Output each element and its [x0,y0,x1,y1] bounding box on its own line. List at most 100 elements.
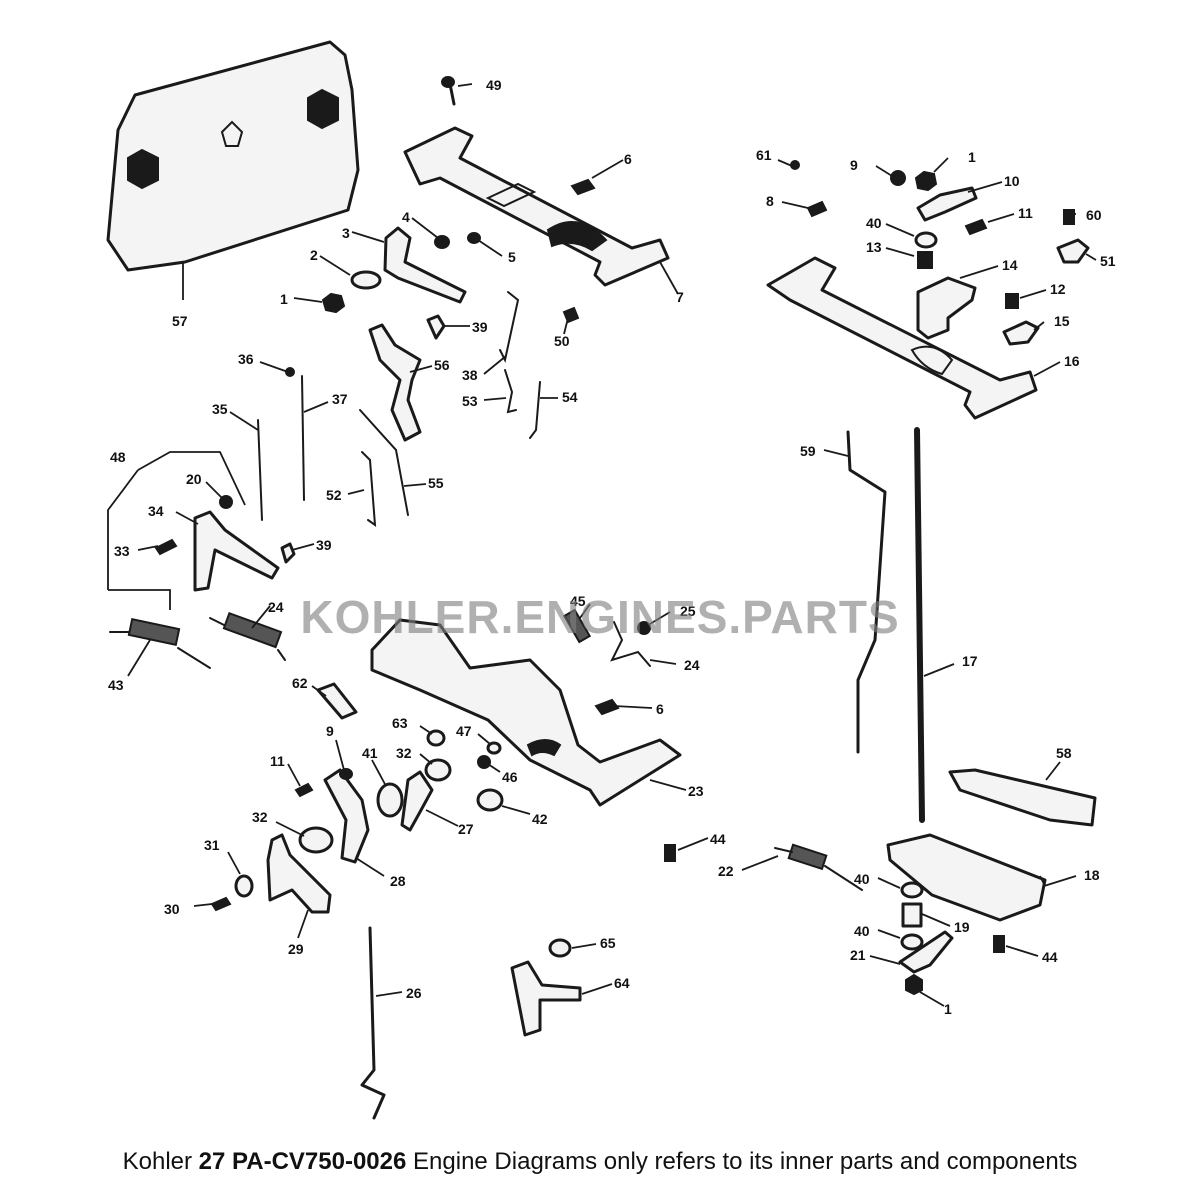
callout-15: 15 [1054,313,1070,329]
callout-49: 49 [486,77,502,93]
callout-31: 31 [204,837,220,853]
callout-3: 3 [342,225,350,241]
callout-14: 14 [1002,257,1018,273]
callout-30: 30 [164,901,180,917]
callout-4: 4 [402,209,410,225]
callout-23: 23 [688,783,704,799]
callout-17: 17 [962,653,978,669]
leader-lines [127,83,1097,1007]
callout-9b: 9 [850,157,858,173]
callout-38: 38 [462,367,478,383]
springs [109,608,863,891]
hardware [154,76,1090,996]
callout-24b: 24 [684,657,700,673]
parts-diagram: 49 6 7 3 4 5 2 1 57 39 50 56 38 53 54 36… [106,40,1116,1120]
callout-43: 43 [108,677,124,693]
callout-19: 19 [954,919,970,935]
callout-39: 39 [472,319,488,335]
callout-29: 29 [288,941,304,957]
caption-prefix: Kohler [122,1148,199,1175]
callout-51: 51 [1100,253,1116,269]
callout-56: 56 [434,357,450,373]
callout-16: 16 [1064,353,1080,369]
callout-46: 46 [502,769,518,785]
callout-1c: 1 [968,149,976,165]
callout-47: 47 [456,723,472,739]
callout-37: 37 [332,391,348,407]
diagram-caption: Kohler 27 PA-CV750-0026 Engine Diagrams … [0,1148,1200,1176]
bracket-7 [403,126,670,287]
callout-53: 53 [462,393,478,409]
callout-27: 27 [458,821,474,837]
callout-60: 60 [1086,207,1102,223]
callout-62: 62 [292,675,308,691]
callout-48: 48 [110,449,126,465]
rod-59 [846,430,887,754]
callout-2: 2 [310,247,318,263]
callout-61: 61 [756,147,772,163]
callout-40a: 40 [854,871,870,887]
callout-5: 5 [508,249,516,265]
callout-11a: 11 [270,753,285,769]
callout-41: 41 [362,745,378,761]
callout-10: 10 [1004,173,1020,189]
callout-12: 12 [1050,281,1066,297]
rod-26 [360,926,386,1120]
callout-26: 26 [406,985,422,1001]
callout-57: 57 [172,313,188,329]
callout-42: 42 [532,811,548,827]
callout-50: 50 [554,333,570,349]
lever-29 [266,833,332,914]
callout-20: 20 [186,471,202,487]
lever-27 [400,770,434,832]
callout-9: 9 [326,723,334,739]
callout-21: 21 [850,947,866,963]
callout-1b: 1 [944,1001,952,1017]
callout-1: 1 [280,291,288,307]
rod-17 [914,427,925,823]
callout-11b: 11 [1018,205,1033,221]
callout-40b: 40 [854,923,870,939]
callout-28: 28 [390,873,406,889]
lever-64 [510,960,582,1037]
callout-32a: 32 [396,745,412,761]
callout-65: 65 [600,935,616,951]
callout-44b: 44 [1042,949,1058,965]
callout-8: 8 [766,193,774,209]
callout-25: 25 [680,603,696,619]
callout-13: 13 [866,239,882,255]
callout-54: 54 [562,389,578,405]
callout-6b: 6 [656,701,664,717]
callout-64: 64 [614,975,630,991]
callout-7: 7 [676,289,684,305]
callout-55: 55 [428,475,444,491]
callout-36: 36 [238,351,254,367]
callout-18: 18 [1084,867,1100,883]
lever-28 [323,768,370,864]
lever-3 [383,226,467,304]
callout-59: 59 [800,443,816,459]
callout-39b: 39 [316,537,332,553]
callout-44a: 44 [710,831,726,847]
bracket-23 [370,618,682,807]
caption-model: 27 PA-CV750-0026 [198,1148,407,1175]
wires [257,291,651,667]
callout-52: 52 [326,487,342,503]
bracket-16 [766,256,1038,420]
lever-56 [368,323,422,442]
plate-18 [886,833,1047,922]
callout-32b: 32 [252,809,268,825]
bracket-58 [948,768,1097,827]
group-48-lines [107,451,246,610]
callout-labels: 49 6 7 3 4 5 2 1 57 39 50 56 38 53 54 36… [108,77,1116,1017]
watermark: KOHLER.ENGINES.PARTS [300,591,900,643]
callout-22: 22 [718,863,734,879]
lever-10 [916,186,978,222]
callout-33: 33 [114,543,130,559]
lever-34 [193,510,280,592]
callout-24a: 24 [268,599,284,615]
panel-57 [106,40,360,272]
callout-63: 63 [392,715,408,731]
callout-58: 58 [1056,745,1072,761]
callout-45: 45 [570,593,586,609]
